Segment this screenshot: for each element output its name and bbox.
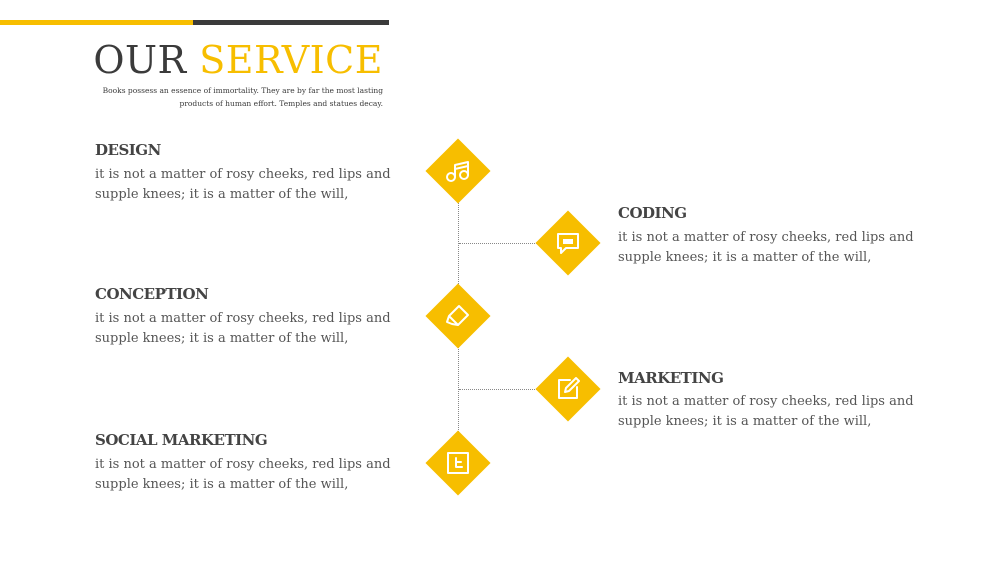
twitter-icon: [425, 430, 491, 496]
service-title-design: DESIGN: [95, 141, 161, 159]
service-title-conception: CONCEPTION: [95, 285, 209, 303]
eraser-icon: [425, 283, 491, 349]
page-subtitle: Books possess an essence of immortality.…: [53, 84, 383, 110]
service-title-coding: CODING: [618, 204, 687, 222]
service-desc-marketing: it is not a matter of rosy cheeks, red l…: [618, 392, 918, 432]
desc-line-2: supple knees; it is a matter of the will…: [618, 250, 872, 265]
service-desc-design: it is not a matter of rosy cheeks, red l…: [95, 165, 395, 205]
subtitle-line-2: products of human effort. Temples and st…: [179, 99, 383, 108]
connector-marketing: [459, 389, 569, 390]
accent-bar-yellow: [0, 20, 193, 25]
desc-line-1: it is not a matter of rosy cheeks, red l…: [95, 167, 391, 182]
service-title-social-marketing: SOCIAL MARKETING: [95, 431, 268, 449]
desc-line-2: supple knees; it is a matter of the will…: [618, 414, 872, 429]
desc-line-1: it is not a matter of rosy cheeks, red l…: [95, 311, 391, 326]
title-accent: SERVICE: [199, 38, 383, 82]
service-desc-social-marketing: it is not a matter of rosy cheeks, red l…: [95, 455, 395, 495]
desc-line-2: supple knees; it is a matter of the will…: [95, 187, 349, 202]
service-desc-conception: it is not a matter of rosy cheeks, red l…: [95, 309, 395, 349]
title-main: OUR: [93, 38, 187, 82]
page-title: OUR SERVICE: [93, 38, 383, 82]
desc-line-1: it is not a matter of rosy cheeks, red l…: [95, 457, 391, 472]
service-title-marketing: MARKETING: [618, 369, 724, 387]
accent-bar-dark: [193, 20, 389, 25]
desc-line-1: it is not a matter of rosy cheeks, red l…: [618, 394, 914, 409]
desc-line-2: supple knees; it is a matter of the will…: [95, 477, 349, 492]
connector-coding: [459, 243, 569, 244]
subtitle-line-1: Books possess an essence of immortality.…: [102, 86, 383, 95]
edit-icon: [535, 356, 601, 422]
desc-line-2: supple knees; it is a matter of the will…: [95, 331, 349, 346]
music-icon: [425, 138, 491, 204]
service-desc-coding: it is not a matter of rosy cheeks, red l…: [618, 228, 918, 268]
desc-line-1: it is not a matter of rosy cheeks, red l…: [618, 230, 914, 245]
chat-icon: [535, 210, 601, 276]
